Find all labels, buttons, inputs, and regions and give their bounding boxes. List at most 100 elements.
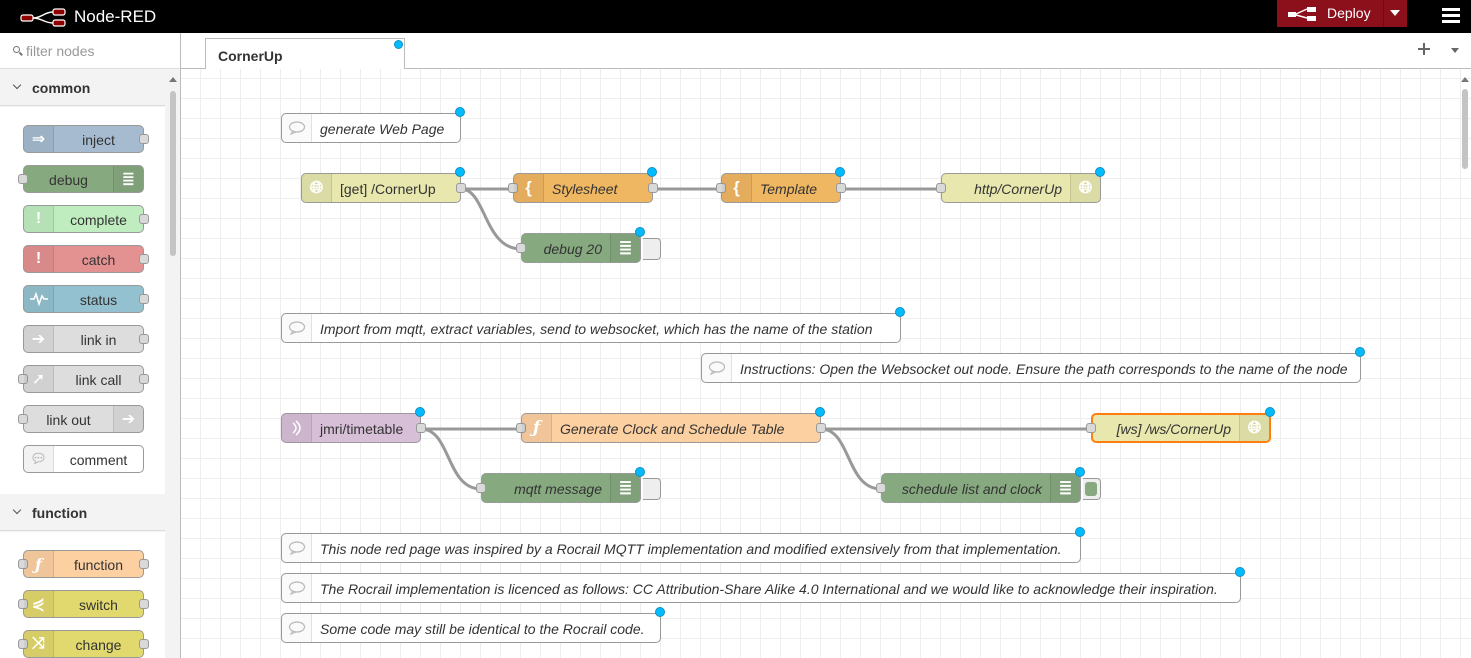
changed-indicator xyxy=(455,107,465,117)
comment-node[interactable]: This node red page was inspired by a Roc… xyxy=(281,527,1085,563)
workspace-scrollbar[interactable] xyxy=(1459,69,1471,658)
changed-indicator xyxy=(1075,467,1085,477)
tab-list-chevron-icon[interactable] xyxy=(1451,48,1459,53)
palette-node-label: switch xyxy=(79,597,118,613)
comment-node[interactable]: Instructions: Open the Websocket out nod… xyxy=(701,347,1365,383)
changed-indicator xyxy=(415,407,425,417)
comment-node[interactable]: The Rocrail implementation is licenced a… xyxy=(281,567,1245,603)
comment-node[interactable]: generate Web Page xyxy=(281,107,465,143)
mqtt-in-node[interactable]: jmri/timetable xyxy=(281,407,426,443)
switch-icon: ⋞ xyxy=(24,591,54,617)
changed-indicator xyxy=(1265,407,1275,417)
debug-toggle-button[interactable] xyxy=(643,238,661,260)
input-port xyxy=(18,414,28,424)
debug-node-debug-20[interactable]: debug 20 ≣ xyxy=(516,227,661,263)
input-port[interactable] xyxy=(516,243,526,253)
scroll-up-icon[interactable] xyxy=(1461,77,1469,82)
pulse-icon xyxy=(24,286,54,312)
function-node[interactable]: ƒ Generate Clock and Schedule Table xyxy=(516,407,826,443)
palette-node-function[interactable]: ƒ function xyxy=(18,550,149,578)
palette-scrollbar[interactable] xyxy=(168,73,178,658)
filter-nodes-input[interactable] xyxy=(26,41,166,61)
changed-indicator xyxy=(1235,567,1245,577)
palette-category-function-body: ƒ function ⋞ switch ⤨ change xyxy=(0,532,165,658)
category-label: common xyxy=(32,80,91,96)
input-port[interactable] xyxy=(1086,423,1096,433)
output-port[interactable] xyxy=(816,423,826,433)
template-node-stylesheet[interactable]: { Stylesheet xyxy=(508,167,658,203)
palette-node-label: comment xyxy=(69,452,128,468)
palette-node-link-in[interactable]: ➔ link in xyxy=(23,325,149,353)
scroll-up-icon[interactable] xyxy=(169,77,177,82)
input-port[interactable] xyxy=(876,483,886,493)
palette-category-function[interactable]: function xyxy=(0,495,165,531)
websocket-out-node[interactable]: [ws] /ws/CornerUp 🌐︎ xyxy=(1086,407,1275,443)
scrollbar-thumb[interactable] xyxy=(170,91,176,256)
globe-icon: 🌐︎ xyxy=(302,174,332,202)
deploy-button[interactable]: Deploy xyxy=(1277,0,1407,27)
palette-node-complete[interactable]: ! complete xyxy=(23,205,149,233)
input-port[interactable] xyxy=(476,483,486,493)
template-node-template[interactable]: { Template xyxy=(716,167,846,203)
palette-category-common[interactable]: common xyxy=(0,70,165,106)
globe-icon: 🌐︎ xyxy=(1239,415,1269,441)
output-port xyxy=(139,334,149,344)
node-label: Instructions: Open the Websocket out nod… xyxy=(740,361,1348,377)
chevron-down-icon xyxy=(12,505,22,515)
palette-node-label: catch xyxy=(81,252,116,268)
comment-icon xyxy=(282,534,312,562)
input-port xyxy=(18,599,28,609)
http-response-node[interactable]: http/CornerUp 🌐︎ xyxy=(936,167,1105,203)
input-port[interactable] xyxy=(508,183,518,193)
brace-icon: { xyxy=(722,174,752,202)
comment-node[interactable]: Some code may still be identical to the … xyxy=(281,607,665,643)
node-label: mqtt message xyxy=(514,481,602,497)
node-label: Generate Clock and Schedule Table xyxy=(560,421,785,437)
main-menu-button[interactable] xyxy=(1436,0,1471,33)
debug-node-schedule[interactable]: schedule list and clock ≣ xyxy=(876,467,1101,503)
palette-node-change[interactable]: ⤨ change xyxy=(18,630,149,658)
comment-icon xyxy=(282,114,312,142)
add-flow-icon[interactable] xyxy=(1418,42,1432,56)
palette-node-status[interactable]: status xyxy=(23,285,149,313)
changed-indicator xyxy=(655,607,665,617)
palette-node-switch[interactable]: ⋞ switch xyxy=(18,590,149,618)
palette-node-comment[interactable]: 💬︎ comment xyxy=(23,445,144,473)
input-port[interactable] xyxy=(936,183,946,193)
input-port[interactable] xyxy=(716,183,726,193)
category-label: function xyxy=(32,505,88,521)
palette-node-debug[interactable]: debug ≣ xyxy=(18,165,144,193)
output-port xyxy=(139,294,149,304)
debug-toggle-button[interactable] xyxy=(643,478,661,500)
debug-node-mqtt-message[interactable]: mqtt message ≣ xyxy=(476,467,661,503)
palette-node-catch[interactable]: ! catch xyxy=(23,245,149,273)
node-label: http/CornerUp xyxy=(974,181,1062,197)
node-label: [ws] /ws/CornerUp xyxy=(1116,421,1231,437)
output-port[interactable] xyxy=(648,183,658,193)
input-port[interactable] xyxy=(516,423,526,433)
comment-icon xyxy=(702,354,732,382)
brace-icon: { xyxy=(514,174,544,202)
tab-cornerup[interactable]: CornerUp xyxy=(205,38,405,70)
header-bar: Node-RED Deploy xyxy=(0,0,1471,33)
comment-icon xyxy=(282,614,312,642)
output-port[interactable] xyxy=(456,183,466,193)
comment-icon xyxy=(282,314,312,342)
output-port[interactable] xyxy=(416,423,426,433)
output-port[interactable] xyxy=(836,183,846,193)
node-label: schedule list and clock xyxy=(901,481,1042,497)
palette-node-link-call[interactable]: ➚ link call xyxy=(18,365,149,393)
node-label: [get] /CornerUp xyxy=(340,181,436,197)
comment-node[interactable]: Import from mqtt, extract variables, sen… xyxy=(281,307,905,343)
deploy-menu-caret-icon[interactable] xyxy=(1390,10,1400,16)
node-label: Import from mqtt, extract variables, sen… xyxy=(320,321,873,337)
palette-node-link-out[interactable]: link out ➔ xyxy=(18,405,144,433)
palette-node-inject[interactable]: ⇒ inject xyxy=(23,125,149,153)
http-in-node[interactable]: 🌐︎ [get] /CornerUp xyxy=(301,167,466,203)
changed-indicator xyxy=(1075,527,1085,537)
input-port xyxy=(18,559,28,569)
scrollbar-thumb[interactable] xyxy=(1462,89,1468,169)
flow-workspace[interactable]: generate Web Page 🌐︎ [get] /CornerUp { S… xyxy=(181,69,1471,658)
debug-toggle-button[interactable] xyxy=(1083,478,1101,500)
changed-indicator xyxy=(647,167,657,177)
